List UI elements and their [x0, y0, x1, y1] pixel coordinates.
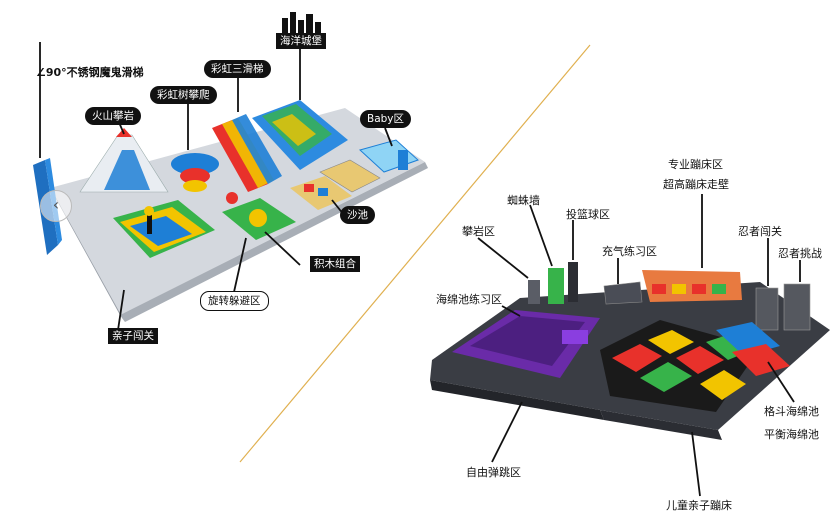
label-volcano-climb: 火山攀岩	[85, 107, 141, 125]
basketball-area	[568, 262, 578, 302]
label-super-high-wall: 超高蹦床走壁	[663, 178, 729, 191]
divider-line	[239, 44, 591, 463]
label-foam-pit-practice: 海绵池练习区	[436, 293, 502, 306]
label-sand-pool: 沙池	[340, 206, 375, 224]
right-leader-lines	[477, 194, 801, 497]
ninja-challenge	[783, 283, 811, 331]
label-slide-90: ∠90°不锈钢魔鬼滑梯	[36, 66, 144, 79]
label-baby-zone: Baby区	[360, 110, 412, 128]
left-leader-lines	[39, 42, 393, 331]
prev-arrow-button[interactable]: ‹	[40, 190, 72, 222]
trampoline-park-model	[430, 262, 830, 440]
sand-pool	[319, 159, 381, 193]
label-kids-trampoline: 儿童亲子蹦床	[666, 499, 732, 512]
ninja-pass	[755, 287, 779, 331]
label-ninja-pass: 忍者闯关	[738, 225, 782, 238]
label-ninja-challenge: 忍者挑战	[778, 247, 822, 260]
label-inflatable-practice: 充气练习区	[602, 245, 657, 258]
label-spin-dodge: 旋转躲避区	[200, 291, 269, 311]
skyline-decor	[282, 12, 321, 36]
rainbow-tree-climb	[171, 153, 219, 175]
label-free-bounce: 自由弹跳区	[466, 466, 521, 479]
inflatable-practice	[603, 281, 643, 305]
balance-foam-pit	[732, 344, 790, 376]
label-ocean-castle: 海洋城堡	[276, 33, 326, 49]
climbing-wall	[528, 280, 540, 304]
label-basketball: 投篮球区	[566, 208, 610, 221]
label-fight-foam-pit: 格斗海绵池	[764, 405, 819, 418]
label-balance-foam-pit: 平衡海绵池	[764, 428, 819, 441]
label-rainbow-three-slide: 彩虹三滑梯	[204, 60, 271, 78]
label-pro-trampoline: 专业蹦床区	[668, 158, 723, 171]
label-rainbow-tree-climb: 彩虹树攀爬	[150, 86, 217, 104]
spider-wall	[548, 268, 564, 304]
label-parent-child-challenge: 亲子闯关	[108, 328, 158, 344]
label-block-combo: 积木组合	[310, 256, 360, 272]
label-spider-wall: 蜘蛛墙	[507, 194, 540, 207]
label-climbing: 攀岩区	[462, 225, 495, 238]
